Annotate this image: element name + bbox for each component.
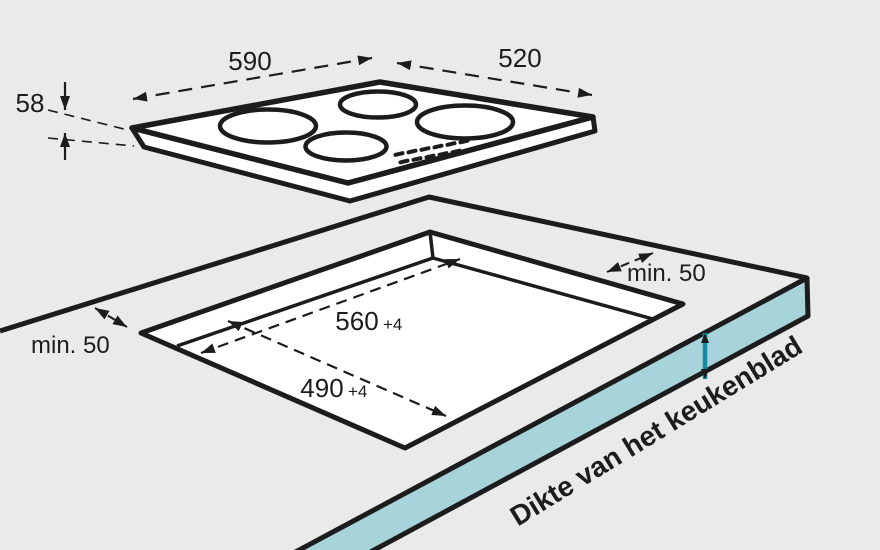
cutout-depth-label: 490 bbox=[300, 373, 343, 403]
cutout-depth-tolerance: +4 bbox=[348, 382, 367, 401]
hob-height-label: 58 bbox=[16, 88, 45, 118]
dim-margin-left: min. 50 bbox=[31, 307, 128, 359]
dim-cutout-depth: 490 +4 bbox=[227, 319, 447, 418]
cutout-width-tolerance: +4 bbox=[383, 315, 402, 334]
dim-margin-right: min. 50 bbox=[606, 252, 706, 287]
cutout-wall-right-bottom bbox=[432, 256, 654, 321]
worktop-edge-face bbox=[293, 275, 811, 550]
burner-back bbox=[337, 89, 419, 120]
dim-hob-width: 590 bbox=[132, 46, 373, 102]
burner-left bbox=[217, 107, 319, 145]
worktop-top-edges bbox=[0, 194, 808, 334]
burner-front bbox=[303, 130, 389, 163]
burner-right bbox=[414, 103, 516, 141]
dim-hob-depth: 520 bbox=[396, 43, 593, 98]
cutout-wall-corner bbox=[428, 231, 435, 259]
hob-width-label: 590 bbox=[228, 46, 271, 76]
dim-hob-height: 58 bbox=[16, 82, 135, 160]
margin-left-label: min. 50 bbox=[31, 332, 110, 359]
hob bbox=[129, 79, 598, 204]
hob-depth-label: 520 bbox=[498, 43, 541, 73]
hob-control-dots bbox=[393, 138, 470, 165]
cutout-width-label: 560 bbox=[335, 306, 378, 336]
margin-right-label: min. 50 bbox=[627, 260, 706, 287]
worktop bbox=[0, 194, 811, 550]
